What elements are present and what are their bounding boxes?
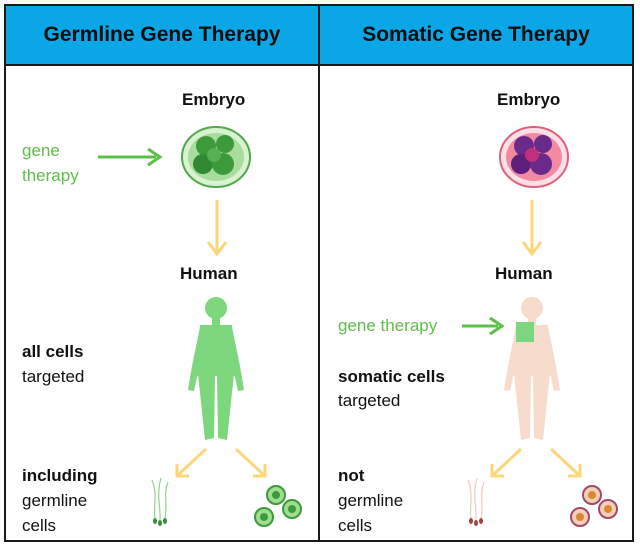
germline-including-line2: germline	[22, 491, 88, 510]
somatic-not-line2: germline	[338, 491, 404, 510]
germline-therapy-arrow	[98, 147, 163, 167]
somatic-embryo-label: Embryo	[497, 90, 561, 109]
somatic-human-body-icon	[504, 297, 560, 440]
somatic-sperm-cells-icon	[467, 477, 485, 526]
germline-therapy-label-line2: therapy	[22, 166, 79, 185]
somatic-egg-cells-icon	[570, 485, 618, 527]
germline-header: Germline Gene Therapy	[6, 6, 318, 66]
germline-targets-line1: all cells	[22, 342, 84, 361]
somatic-left-arrow	[490, 447, 523, 478]
germline-therapy-label-line1: gene	[22, 141, 60, 160]
germline-left-arrow	[175, 447, 208, 478]
somatic-right-arrow	[549, 447, 582, 478]
somatic-human-label: Human	[495, 264, 553, 283]
germline-including-line3: cells	[22, 516, 57, 535]
somatic-targets-line1: somatic cells	[338, 367, 445, 386]
germline-targets-line2: targeted	[22, 367, 85, 386]
somatic-targeted-patch	[516, 322, 534, 342]
somatic-not-line1: not	[338, 466, 365, 485]
somatic-not-line3: cells	[338, 516, 373, 535]
somatic-targets-line2: targeted	[338, 391, 401, 410]
somatic-therapy-arrow	[462, 316, 505, 336]
germline-down-arrow	[206, 200, 228, 257]
somatic-embryo-icon	[499, 126, 569, 188]
somatic-header: Somatic Gene Therapy	[320, 6, 632, 66]
germline-right-arrow	[234, 447, 267, 478]
column-divider	[318, 4, 320, 542]
germline-sperm-cells-icon	[151, 477, 169, 526]
germline-human-label: Human	[180, 264, 238, 283]
germline-egg-cells-icon	[254, 485, 302, 527]
germline-embryo-icon	[181, 126, 251, 188]
germline-including-line1: including	[22, 466, 98, 485]
germline-embryo-label: Embryo	[182, 90, 246, 109]
germline-human-body-icon	[188, 297, 244, 440]
somatic-down-arrow	[521, 200, 543, 257]
somatic-therapy-label: gene therapy	[338, 316, 438, 335]
